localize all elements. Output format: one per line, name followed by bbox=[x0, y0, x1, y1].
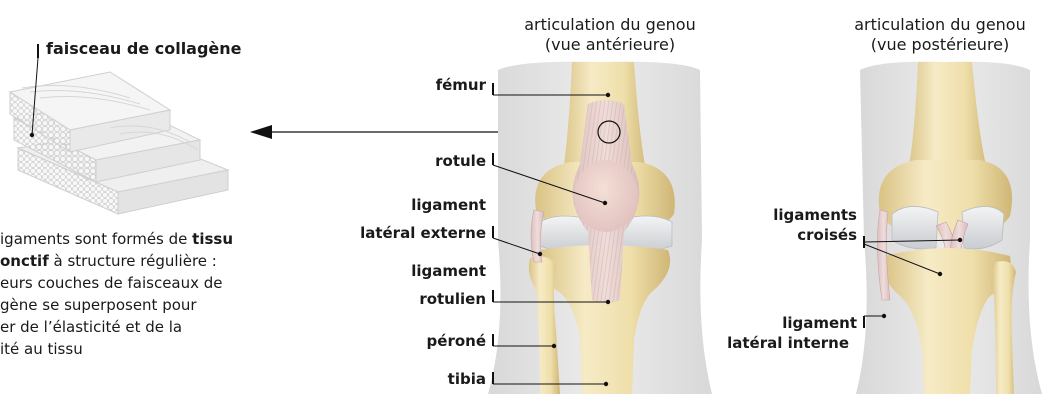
posterior-title-line2: (vue postérieure) bbox=[820, 36, 1060, 54]
magnify-arrow-head bbox=[250, 125, 272, 139]
paragraph-text: er de l’élasticité et de la bbox=[0, 318, 182, 336]
paragraph-line: onctif à structure régulière : bbox=[0, 250, 233, 272]
label-tibia: tibia bbox=[448, 370, 486, 388]
label-femur: fémur bbox=[436, 76, 486, 94]
paragraph-text: eurs couches de faisceaux de bbox=[0, 274, 223, 292]
label-croises-line1: ligaments bbox=[773, 206, 857, 224]
collagen-pointer-dot bbox=[30, 133, 34, 137]
paragraph-bold-term: tissu bbox=[192, 230, 233, 248]
posterior-title-line1: articulation du genou bbox=[820, 16, 1060, 34]
anterior-title-line2: (vue antérieure) bbox=[490, 36, 730, 54]
paragraph-text: igaments sont formés de bbox=[0, 230, 192, 248]
paragraph-bold-term: onctif bbox=[0, 252, 49, 270]
anterior-title-line1: articulation du genou bbox=[490, 16, 730, 34]
paragraph-text: gène se superposent pour bbox=[0, 296, 197, 314]
paragraph-line: er de l’élasticité et de la bbox=[0, 316, 233, 338]
paragraph-text: à structure régulière : bbox=[49, 252, 217, 270]
label-perone: péroné bbox=[427, 332, 486, 350]
label-rotule: rotule bbox=[435, 152, 486, 170]
paragraph-line: ité au tissu bbox=[0, 338, 233, 360]
collagen-bundle-label: faisceau de collagène bbox=[46, 40, 242, 58]
paragraph-text: ité au tissu bbox=[0, 340, 83, 358]
posterior-knee-illustration bbox=[856, 62, 1042, 394]
collagen-bundle-illustration bbox=[10, 72, 228, 214]
paragraph-line: igaments sont formés de tissu bbox=[0, 228, 233, 250]
label-lateral-externe-line1: ligament bbox=[411, 196, 486, 214]
label-lateral-interne-line1: ligament bbox=[782, 314, 857, 332]
label-rotulien-line1: ligament bbox=[411, 262, 486, 280]
label-rotulien-line2: rotulien bbox=[419, 290, 486, 308]
label-lateral-externe-line2: latéral externe bbox=[360, 224, 486, 242]
label-croises-line2: croisés bbox=[797, 226, 857, 244]
paragraph-line: gène se superposent pour bbox=[0, 294, 233, 316]
anterior-knee-illustration bbox=[488, 62, 712, 394]
label-lateral-interne-line2: latéral interne bbox=[727, 334, 849, 352]
paragraph-line: eurs couches de faisceaux de bbox=[0, 272, 233, 294]
